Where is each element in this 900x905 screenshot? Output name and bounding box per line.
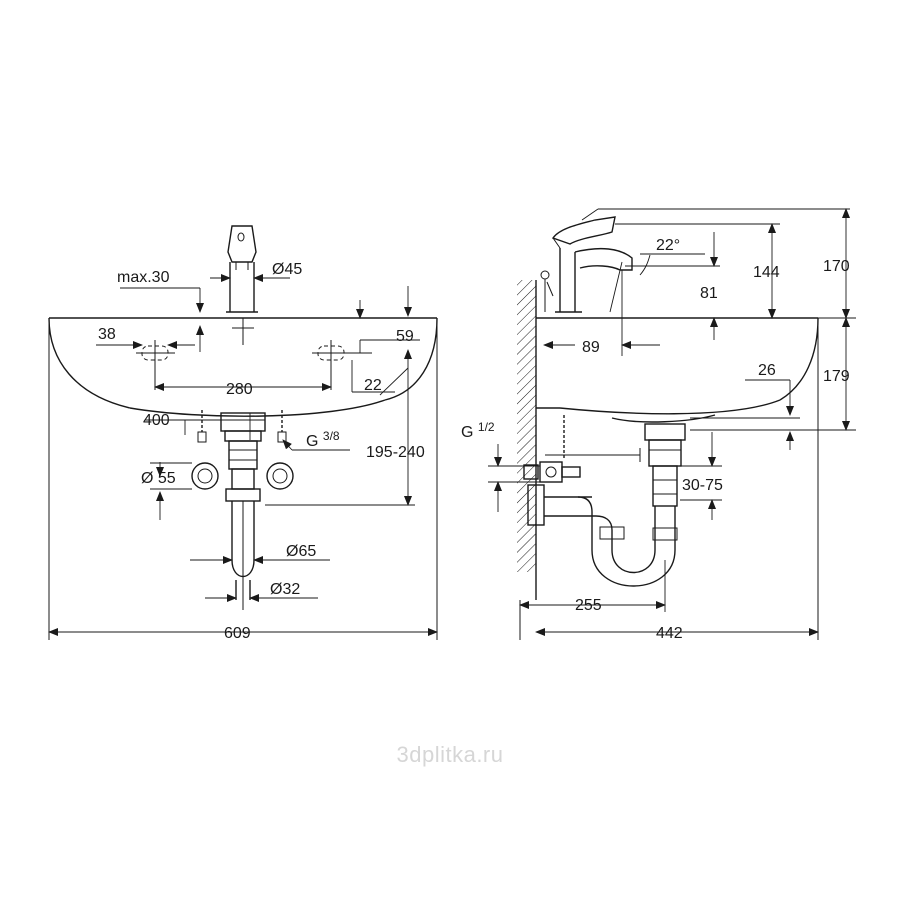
supply-thread-g: G bbox=[306, 433, 318, 450]
label-rim-to-tap: 59 bbox=[396, 328, 414, 345]
tap-hole-right bbox=[312, 340, 372, 390]
valve-thread-fraction: 1/2 bbox=[478, 420, 495, 434]
front-dimensions bbox=[48, 274, 438, 636]
label-valve-thread: G 1/2 bbox=[461, 420, 495, 441]
wall bbox=[517, 280, 537, 640]
valve-thread-g: G bbox=[461, 424, 473, 441]
label-pipe-diameter: Ø32 bbox=[270, 581, 300, 598]
label-max-projection: max.30 bbox=[117, 269, 170, 286]
supply-thread-fraction: 3/8 bbox=[323, 429, 340, 443]
supply-hoses bbox=[197, 410, 287, 443]
tap-hole-left bbox=[136, 340, 175, 390]
label-spout-height: 81 bbox=[700, 285, 718, 302]
label-trap-adjust: 30-75 bbox=[682, 477, 723, 494]
label-overflow-depth: 26 bbox=[758, 362, 776, 379]
label-basin-height: 179 bbox=[823, 368, 850, 385]
label-trap-projection: 255 bbox=[575, 597, 602, 614]
watermark: 3dplitka.ru bbox=[396, 742, 504, 767]
label-tap-hole-offset: 38 bbox=[98, 326, 116, 343]
label-mixer-height: 144 bbox=[753, 264, 780, 281]
label-rosette-diameter: Ø 55 bbox=[141, 470, 176, 487]
label-outlet-depth: 400 bbox=[143, 412, 170, 429]
label-overflow-offset: 22 bbox=[364, 377, 382, 394]
waste-trap-side bbox=[544, 423, 686, 587]
label-waste-height: 195-240 bbox=[366, 444, 425, 461]
label-overall-depth: 442 bbox=[656, 625, 683, 642]
label-supply-thread: G 3/8 bbox=[306, 429, 340, 450]
label-overall-width: 609 bbox=[224, 625, 251, 642]
label-tap-spacing: 280 bbox=[226, 381, 253, 398]
mixer-tap-side bbox=[540, 216, 633, 313]
angle-valve-left bbox=[191, 462, 219, 490]
side-dimensions bbox=[488, 208, 856, 636]
side-view: 22° 144 170 81 89 179 26 G 1/2 30-75 255… bbox=[461, 208, 856, 642]
label-spout-reach: 89 bbox=[582, 339, 600, 356]
waste-trap-front bbox=[220, 412, 266, 610]
label-trap-diameter: Ø65 bbox=[286, 543, 316, 560]
mixer-tap-front bbox=[226, 225, 258, 345]
supply-hose-side bbox=[523, 415, 641, 526]
label-spout-diameter: Ø45 bbox=[272, 261, 302, 278]
label-overall-height: 170 bbox=[823, 258, 850, 275]
label-lever-angle: 22° bbox=[656, 237, 680, 254]
front-view: max.30 Ø45 38 59 280 22 400 G 3/8 195-24… bbox=[48, 225, 438, 642]
angle-valve-right bbox=[266, 462, 294, 490]
